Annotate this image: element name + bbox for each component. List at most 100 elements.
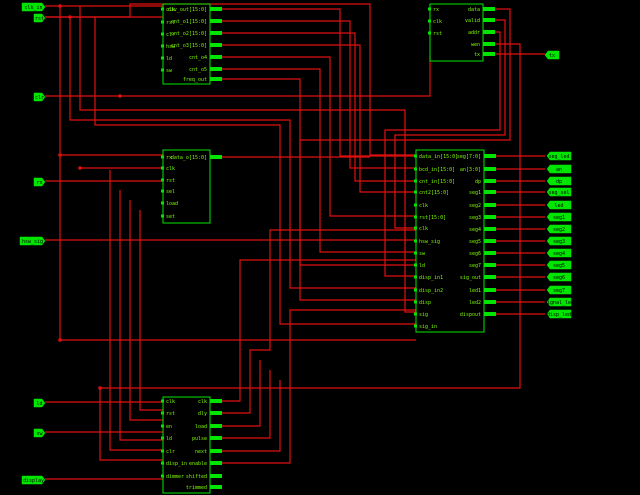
wire-junction	[98, 386, 102, 390]
disp-input-label: clk	[419, 226, 428, 232]
timer-input-label: clk	[166, 399, 175, 405]
output-port-seg1-label: seg1	[553, 215, 565, 221]
uart-output-pin	[210, 155, 222, 159]
ctrl-input-label: rst	[433, 31, 442, 37]
wire-timer-out4	[222, 370, 271, 439]
timer-output-label: trimmed	[186, 485, 207, 491]
uart-block-outline	[162, 149, 211, 224]
input-port-clr-shape	[33, 92, 46, 102]
disp-output-label: seg4	[469, 227, 481, 233]
uart-input-pin	[161, 155, 164, 159]
timer-output-label: load	[195, 424, 207, 430]
input-port-rst: rst	[33, 13, 46, 23]
input-port-clr: clr	[33, 92, 46, 102]
uart-input-pin	[161, 166, 164, 170]
output-port-seg_led-shape	[546, 151, 572, 161]
uart-input-pin	[161, 178, 164, 182]
timer-output-pin	[210, 399, 222, 403]
timer-input-pin	[161, 399, 164, 403]
wire-timer-feed5	[139, 210, 163, 411]
input-port-sw-label: sw	[36, 431, 43, 437]
output-port-tx: tx	[544, 50, 560, 60]
wire-ctrl-out4	[100, 43, 521, 389]
disp-input-label: data_in[15:0]	[419, 154, 458, 160]
freq-output-pin	[210, 19, 222, 23]
disp-output-label: sig_out	[460, 275, 481, 281]
disp-input-label: sig_in	[419, 324, 437, 330]
disp-output-pin	[484, 275, 496, 279]
timer-block: clkrstenldclrdisp_indimmerclkdlyloadpuls…	[161, 396, 222, 494]
disp-output-pin	[484, 312, 496, 316]
uart-input-label: clk	[166, 166, 175, 172]
disp-input-pin	[414, 239, 417, 243]
input-port-display-shape	[21, 475, 46, 485]
timer-input-label: clr	[166, 449, 175, 455]
output-port-led: led	[546, 200, 572, 210]
disp-output-label: seg3	[469, 215, 481, 221]
output-port-dp-shape	[546, 176, 572, 186]
uart-input-label: rst	[166, 178, 175, 184]
disp-input-pin	[414, 179, 417, 183]
disp-input-label: ld	[419, 263, 425, 269]
disp-output-pin	[484, 227, 496, 231]
output-port-seg6-label: seg6	[553, 275, 565, 281]
timer-input-label: ld	[166, 436, 172, 442]
input-port-ld: ld	[33, 398, 46, 408]
output-port-seg7: seg7	[546, 285, 572, 295]
timer-output-pin	[210, 461, 222, 465]
freq-output-pin	[210, 55, 222, 59]
disp-input-pin	[414, 324, 417, 328]
wire-rx-in	[45, 56, 431, 97]
timer-input-pin	[161, 424, 164, 428]
wire-freq-out1	[222, 8, 416, 157]
timer-input-pin	[161, 461, 164, 465]
ctrl-input-pin	[428, 31, 431, 35]
output-port-seg2: seg2	[546, 224, 572, 234]
uart-input-label: set	[166, 214, 175, 220]
output-port-seg7-shape	[546, 285, 572, 295]
timer-input-pin	[161, 474, 164, 478]
disp-output-label: seg1	[469, 190, 481, 196]
output-port-signal_led-shape	[546, 297, 572, 307]
wire-junction	[58, 4, 62, 8]
freq-output-label: cnt_o2[15:0]	[171, 31, 207, 37]
freq-input-label: clk	[166, 7, 175, 13]
freq-input-label: ld	[166, 56, 172, 62]
output-port-seg4-label: seg4	[553, 251, 565, 257]
output-port-seg_led-label: seg_led	[548, 154, 569, 160]
input-port-ld-label: ld	[36, 401, 42, 407]
ctrl-output-pin	[483, 18, 495, 22]
output-port-seg3-label: seg3	[553, 239, 565, 245]
freq-output-label: cnt_o1[15:0]	[171, 19, 207, 25]
input-port-sw: sw	[33, 428, 46, 438]
uart-input-label: sel	[166, 189, 175, 195]
wire-freq-out3	[222, 32, 416, 182]
ctrl-input-pin	[428, 7, 431, 11]
disp-output-pin	[484, 300, 496, 304]
timer-output-label: enable	[189, 461, 207, 467]
disp-output-pin	[484, 288, 496, 292]
disp-output-label: seg6	[469, 251, 481, 257]
uart-input-label: rx	[166, 155, 172, 161]
freq-output-pin	[210, 77, 222, 81]
disp-output-pin	[484, 190, 496, 194]
freq-input-label: sw	[166, 68, 173, 74]
output-port-seg7-label: seg7	[553, 288, 565, 294]
freq-output-label: cnt_o3[15:0]	[171, 43, 207, 49]
wire-ctrl-out2	[394, 19, 506, 229]
freq-output-pin	[210, 31, 222, 35]
disp-block: data_in[15:0]bcd_in[15:0]cnt_in[15:0]cnt…	[414, 149, 496, 333]
disp-output-pin	[484, 203, 496, 207]
disp-input-label: sig	[419, 312, 428, 318]
output-port-led-shape	[546, 200, 572, 210]
timer-output-pin	[210, 474, 222, 478]
wire-vert-2	[69, 17, 416, 289]
input-port-hsw_sig-shape	[19, 236, 46, 246]
freq-output-label: cnt_o5	[189, 67, 207, 73]
output-port-seg3: seg3	[546, 236, 572, 246]
disp-input-pin	[414, 167, 417, 171]
disp-output-label: dp	[475, 179, 481, 185]
